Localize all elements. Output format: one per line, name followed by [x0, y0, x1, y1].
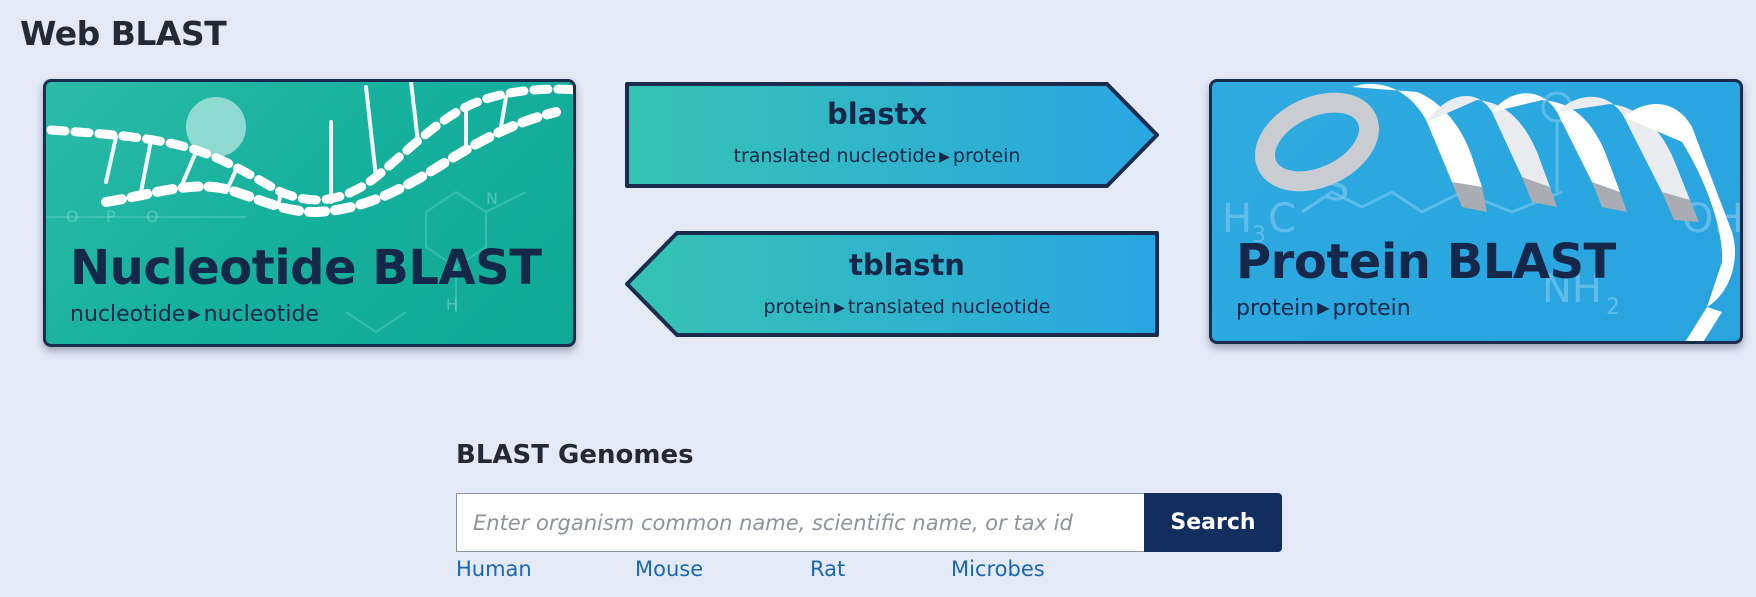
protein-blast-card[interactable]: H 3 C S OH NH 2 [1209, 79, 1743, 344]
organism-search-input[interactable] [456, 493, 1144, 552]
svg-text:NH: NH [1542, 266, 1602, 312]
nucleotide-blast-title: Nucleotide BLAST [70, 240, 542, 296]
search-button[interactable]: Search [1144, 493, 1282, 552]
quick-link-human[interactable]: Human [456, 557, 532, 581]
svg-text:O: O [66, 207, 79, 226]
blastx-arrow-button[interactable]: blastx translated nucleotide▶protein [622, 79, 1162, 191]
protein-blast-subtitle: protein▶protein [1236, 296, 1411, 321]
dna-helix-icon: O P O N H [46, 82, 573, 334]
blastx-query-type: translated nucleotide [733, 145, 937, 167]
nucleotide-blast-subtitle: nucleotide▶nucleotide [70, 302, 319, 327]
tblastn-db-type: translated nucleotide [847, 296, 1051, 318]
arrow-right-icon: ▶ [1317, 298, 1330, 317]
svg-text:C: C [1268, 196, 1296, 242]
tblastn-arrow-button[interactable]: tblastn protein▶translated nucleotide [622, 228, 1162, 340]
protein-helix-icon: H 3 C S OH NH 2 [1222, 83, 1740, 341]
arrow-right-icon: ▶ [834, 300, 845, 316]
tblastn-query-type: protein [763, 296, 832, 318]
protein-query-type: protein [1236, 296, 1315, 321]
blastx-description: translated nucleotide▶protein [622, 145, 1162, 167]
protein-blast-title: Protein BLAST [1236, 234, 1616, 290]
page-title: Web BLAST [20, 14, 227, 53]
svg-text:H: H [1222, 196, 1252, 242]
quick-link-microbes[interactable]: Microbes [951, 557, 1045, 581]
tblastn-description: protein▶translated nucleotide [622, 296, 1162, 318]
protein-db-type: protein [1332, 296, 1411, 321]
svg-text:3: 3 [1252, 223, 1266, 248]
arrow-left-shape-icon [625, 231, 1159, 337]
genomes-section-title: BLAST Genomes [456, 440, 694, 470]
svg-text:2: 2 [1606, 295, 1620, 320]
nucleotide-query-type: nucleotide [70, 302, 186, 327]
nucleotide-blast-card[interactable]: O P O N H [43, 79, 576, 347]
arrow-right-icon: ▶ [188, 304, 201, 323]
blastx-db-type: protein [952, 145, 1021, 167]
svg-text:N: N [486, 189, 498, 208]
tblastn-name: tblastn [849, 248, 965, 282]
quick-link-mouse[interactable]: Mouse [635, 557, 704, 581]
arrow-right-shape-icon [625, 82, 1159, 188]
svg-text:H: H [446, 295, 458, 314]
quick-link-rat[interactable]: Rat [810, 557, 846, 581]
svg-text:P: P [106, 207, 116, 226]
blastx-name: blastx [826, 97, 928, 131]
svg-text:O: O [146, 207, 159, 226]
nucleotide-db-type: nucleotide [203, 302, 319, 327]
arrow-right-icon: ▶ [939, 149, 950, 165]
